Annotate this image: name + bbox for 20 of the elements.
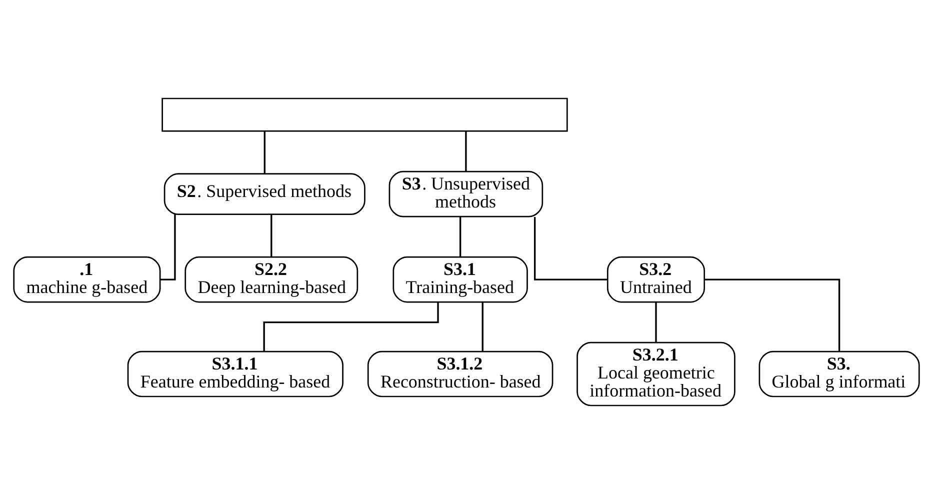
node-box: S3.2 Untrained (606, 256, 706, 303)
connector (459, 217, 462, 257)
connector (264, 131, 266, 174)
node-box: S2. Supervised methods (164, 173, 366, 215)
connector (270, 214, 272, 258)
node-box: .1 machine g-based (13, 256, 161, 303)
node-box: S3.1.1 Feature embedding- based (127, 350, 344, 398)
node-box: S3. Global g informati (758, 350, 920, 398)
connector (465, 131, 467, 172)
node-box (162, 98, 568, 132)
connector (263, 302, 439, 352)
connector (482, 302, 484, 352)
node-box: S3. Unsupervised methods (388, 170, 544, 218)
node-box: S2.2 Deep learning-based (184, 256, 358, 303)
node-box: S3.1.2 Reconstruction- based (367, 350, 554, 398)
node-box: S3.2.1 Local geometric information-based (576, 342, 736, 406)
connector (534, 217, 608, 280)
node-box: S3.1 Training-based (392, 256, 528, 303)
connector (655, 302, 657, 342)
connector (704, 278, 840, 352)
